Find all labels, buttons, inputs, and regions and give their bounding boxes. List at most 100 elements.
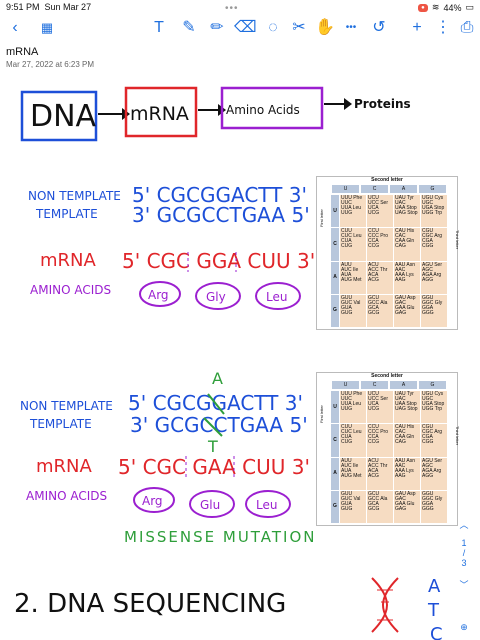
codon-cell: UGU Cys UGC UGA Stop UGG Trp: [421, 195, 447, 228]
codon-cell: AAU Asn AAC AAA Lys AAG: [394, 457, 420, 490]
codon-cell: UUU Phe UUC UUA Leu UUG: [340, 391, 366, 424]
codon-cell: ACU ACC Thr ACA ACG: [367, 261, 393, 294]
eraser-icon[interactable]: ⌫: [234, 19, 257, 36]
page-total: 3: [461, 558, 467, 568]
share-icon[interactable]: ⎙: [460, 19, 474, 36]
third-letter-label: Third letter: [454, 425, 460, 446]
s1-mrna-seq: 5' CGC GGA CUU 3': [122, 249, 315, 273]
status-bar: 9:51 PM Sun Mar 27 ••• ● ≋ 44% ▭: [0, 0, 480, 14]
s1-aa-2: Gly: [206, 290, 226, 304]
codon-cell: GGU GGC Gly GGA GGG: [421, 490, 447, 523]
page-down-icon[interactable]: ﹀: [459, 580, 469, 590]
s2-aa-label: AMINO ACIDS: [26, 489, 107, 503]
codon-cell: CCU CCC Pro CCA CCG: [367, 228, 393, 261]
s2-mrna-seq: 5' CGC GAA CUU 3': [118, 455, 310, 479]
arrow-head-3: [344, 98, 352, 110]
multitask-dots-icon[interactable]: •••: [225, 3, 239, 14]
s1-aa-oval-2: [195, 282, 241, 310]
s2-aa-3: Leu: [256, 498, 277, 512]
s1-template-seq: 3' GCGCCTGAA 5': [132, 203, 310, 227]
flow-amino: Amino Acids: [226, 103, 300, 117]
codon-cell: UGU Cys UGC UGA Stop UGG Trp: [421, 391, 447, 424]
back-icon[interactable]: ‹: [12, 19, 18, 36]
codon-cell: CGU CGC Arg CGA CGG: [421, 228, 447, 261]
s2-aa-oval-1: [133, 487, 175, 513]
page-separator: /: [462, 548, 466, 558]
section-2: A NON TEMPLATE 5' CGCGGACTT 3' TEMPLATE …: [20, 369, 315, 546]
first-letter-label: First letter: [319, 209, 324, 227]
status-time: 9:51 PM Sun Mar 27: [6, 2, 91, 12]
s2-strike-top: [207, 393, 225, 415]
codon-col-headers: U C A G: [331, 185, 447, 193]
shapes-icon[interactable]: ✂: [292, 19, 306, 36]
record-icon: ●: [417, 3, 428, 12]
codon-col-a: A: [390, 185, 417, 193]
s1-aa-oval-3: [255, 282, 301, 310]
page-grid-icon[interactable]: ▦: [40, 20, 54, 35]
s1-aa-label: AMINO ACIDS: [30, 283, 111, 297]
dna-helix-icon: [371, 577, 399, 633]
flow-diagram: DNA mRNA Amino Acids Proteins: [20, 86, 411, 142]
s1-nontemplate-seq: 5' CGCGGACTT 3': [132, 183, 307, 207]
mrna-box: [124, 86, 198, 138]
codon-first-c: C: [331, 228, 339, 261]
s1-aa-oval-1: [139, 281, 181, 307]
page-up-icon[interactable]: ︿: [459, 520, 469, 530]
s2-strike-bottom: [203, 417, 223, 437]
note-title: mRNA: [6, 46, 39, 58]
section-3: 2. DNA SEQUENCING A T C: [14, 576, 443, 640]
codon-first-u: U: [331, 195, 339, 228]
date-text: Sun Mar 27: [44, 2, 92, 12]
pen-icon[interactable]: ✎: [182, 19, 196, 36]
codon-first-g: G: [331, 294, 339, 327]
codon-col-u: U: [332, 381, 359, 389]
codon-cell: GUU GUC Val GUA GUG: [340, 294, 366, 327]
s2-aa-oval-3: [245, 490, 291, 518]
s2-aa-2: Glu: [200, 498, 220, 512]
page-current: 1: [461, 538, 467, 548]
codon-grid: U UUU Phe UUC UUA Leu UUG UCU UCC Ser UC…: [331, 391, 447, 523]
codon-table-2: Second letter U C A G First letter U UUU…: [316, 372, 460, 526]
s1-aa-3: Leu: [266, 290, 287, 304]
zoom-icon[interactable]: ⊕: [460, 622, 468, 632]
undo-icon[interactable]: ↺: [372, 19, 386, 36]
codon-cell: UAU Tyr UAC UAA Stop UAG Stop: [394, 391, 420, 424]
battery-icon: ▭: [465, 2, 474, 12]
s1-nontemplate-label: NON TEMPLATE: [28, 189, 121, 203]
marker-icon[interactable]: ✏: [210, 19, 224, 36]
codon-cell: UCU UCC Ser UCA UCG: [367, 195, 393, 228]
text-tool-icon[interactable]: T: [154, 19, 164, 36]
flow-proteins: Proteins: [354, 97, 411, 111]
codon-cell: AGU Ser AGC AGA Arg AGG: [421, 261, 447, 294]
codon-col-g: G: [419, 381, 446, 389]
codon-col-headers: U C A G: [331, 381, 447, 389]
toolbar: ‹ ▦ T ✎ ✏ ⌫ ◌ ✂ ✋ ••• ↺ + ⋮ ⎙: [0, 14, 480, 44]
codon-first-u: U: [331, 391, 339, 424]
codon-cell: CGU CGC Arg CGA CGG: [421, 424, 447, 457]
menu-icon[interactable]: ⋮: [435, 19, 451, 36]
s2-mutation-top: A: [212, 369, 223, 388]
add-page-icon[interactable]: +: [412, 19, 422, 36]
note-date: Mar 27, 2022 at 6:23 PM: [6, 60, 95, 69]
codon-cell: CAU His CAC CAA Gln CAG: [394, 228, 420, 261]
codon-table-title: Second letter: [371, 373, 403, 379]
section-1: NON TEMPLATE 5' CGCGGACTT 3' TEMPLATE 3'…: [28, 183, 315, 310]
codon-first-c: C: [331, 424, 339, 457]
hand-icon[interactable]: ✋: [315, 19, 335, 36]
s2-mrna-label: mRNA: [36, 456, 93, 477]
s2-template-label: TEMPLATE: [29, 417, 92, 431]
codon-table-title: Second letter: [371, 177, 403, 183]
codon-first-a: A: [331, 261, 339, 294]
codon-cell: GUU GUC Val GUA GUG: [340, 490, 366, 523]
more-icon[interactable]: •••: [345, 22, 357, 33]
codon-cell: AGU Ser AGC AGA Arg AGG: [421, 457, 447, 490]
s1-template-label: TEMPLATE: [35, 207, 98, 221]
lasso-icon[interactable]: ◌: [268, 19, 278, 36]
codon-grid: U UUU Phe UUC UUA Leu UUG UCU UCC Ser UC…: [331, 195, 447, 327]
codon-cell: GCU GCC Ala GCA GCG: [367, 294, 393, 327]
first-letter-label: First letter: [319, 405, 324, 423]
codon-col-u: U: [332, 185, 359, 193]
dna-box: [20, 90, 98, 142]
amino-box: [220, 86, 324, 130]
